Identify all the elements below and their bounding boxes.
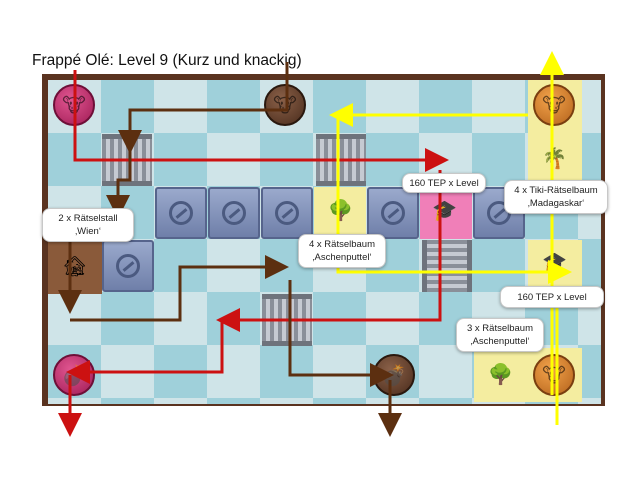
puzzle-tree-icon: 🌴 [542, 146, 567, 170]
brown-path-zig [70, 255, 289, 322]
tree-tile[interactable] [314, 187, 366, 239]
callout-baum3: 3 x Rätselbaum ‚Aschenputtel‘ [456, 318, 544, 352]
stone-block[interactable] [261, 187, 313, 239]
blocked-icon [169, 201, 193, 225]
callout-tep-right: 160 TEP x Level [500, 286, 604, 308]
red-path-exit [66, 322, 224, 384]
graduation-tile[interactable] [420, 187, 472, 239]
red-path-top [73, 70, 449, 172]
puzzle-barn-icon: 🏚 [62, 254, 88, 278]
stone-block[interactable] [102, 240, 154, 292]
brown-path-left [106, 150, 132, 219]
brown-path-top [118, 62, 289, 154]
blocked-icon [222, 201, 246, 225]
graduation-cap-icon: 🎓 [432, 198, 457, 222]
orange-coin[interactable]: 🐮 [533, 354, 575, 396]
puzzle-tree-icon: 🌳 [328, 198, 353, 222]
brown-coin[interactable]: 🐮 [264, 84, 306, 126]
gate-right-mid[interactable] [422, 240, 472, 292]
cow-face-icon: 🐮 [542, 363, 566, 387]
tiki-tree-tile[interactable] [528, 134, 582, 186]
page-title: Frappé Olé: Level 9 (Kurz und knackig) [32, 52, 302, 69]
red-path-bottom [216, 170, 442, 332]
barn-tile[interactable] [48, 240, 102, 294]
blocked-icon [116, 254, 140, 278]
blocked-icon [381, 201, 405, 225]
yellow-path-side [336, 118, 572, 284]
callout-baum4: 4 x Rätselbaum ‚Aschenputtel‘ [298, 234, 386, 268]
orange-coin[interactable]: 🐮 [533, 84, 575, 126]
cow-face-icon: 🐮 [542, 93, 566, 117]
callout-tep-top: 160 TEP x Level [402, 173, 486, 193]
callout-tiki: 4 x Tiki-Rätselbaum ‚Madagaskar‘ [504, 180, 608, 214]
tree-tile[interactable] [474, 348, 528, 402]
stone-block[interactable] [367, 187, 419, 239]
callout-stall: 2 x Rätselstall ‚Wien‘ [42, 208, 134, 242]
brown-path-bottom [288, 280, 394, 387]
blocked-icon [275, 201, 299, 225]
puzzle-tree-icon: 🌳 [488, 362, 513, 386]
stone-block[interactable] [208, 187, 260, 239]
stone-block[interactable] [155, 187, 207, 239]
